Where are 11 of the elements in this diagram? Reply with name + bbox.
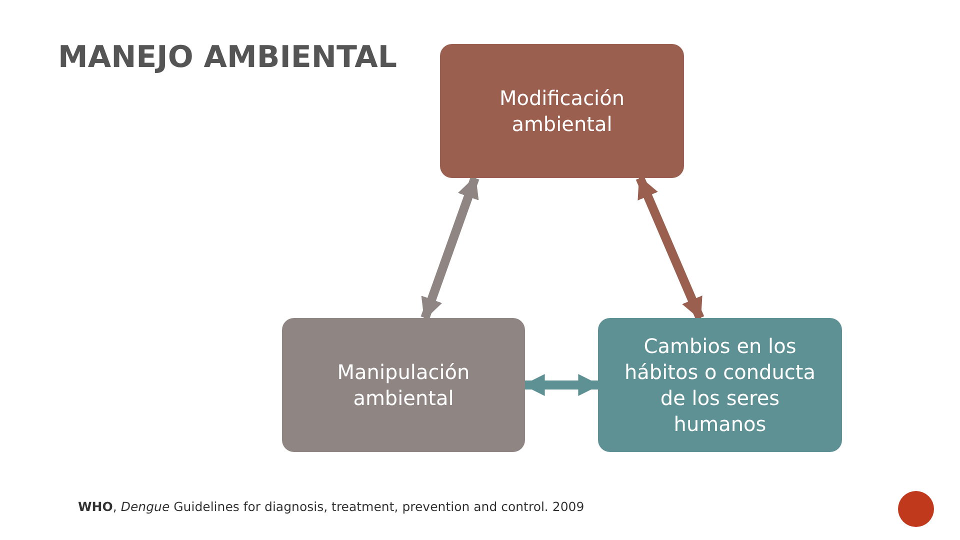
double-arrow	[522, 374, 600, 396]
source-citation: WHO, Dengue Guidelines for diagnosis, treatment, prevention and control. 2009	[78, 499, 584, 514]
double-arrow	[420, 176, 480, 320]
box-label: Manipulación ambiental	[336, 359, 471, 411]
box-label: Modificación ambiental	[498, 85, 626, 137]
box-label: Cambios en los hábitos o conducta de los seres humanos	[623, 333, 816, 437]
process-box	[282, 318, 525, 452]
process-box	[598, 318, 842, 452]
slide-title: MANEJO AMBIENTAL	[58, 40, 397, 75]
double-arrow	[636, 176, 704, 320]
process-box	[440, 44, 684, 178]
